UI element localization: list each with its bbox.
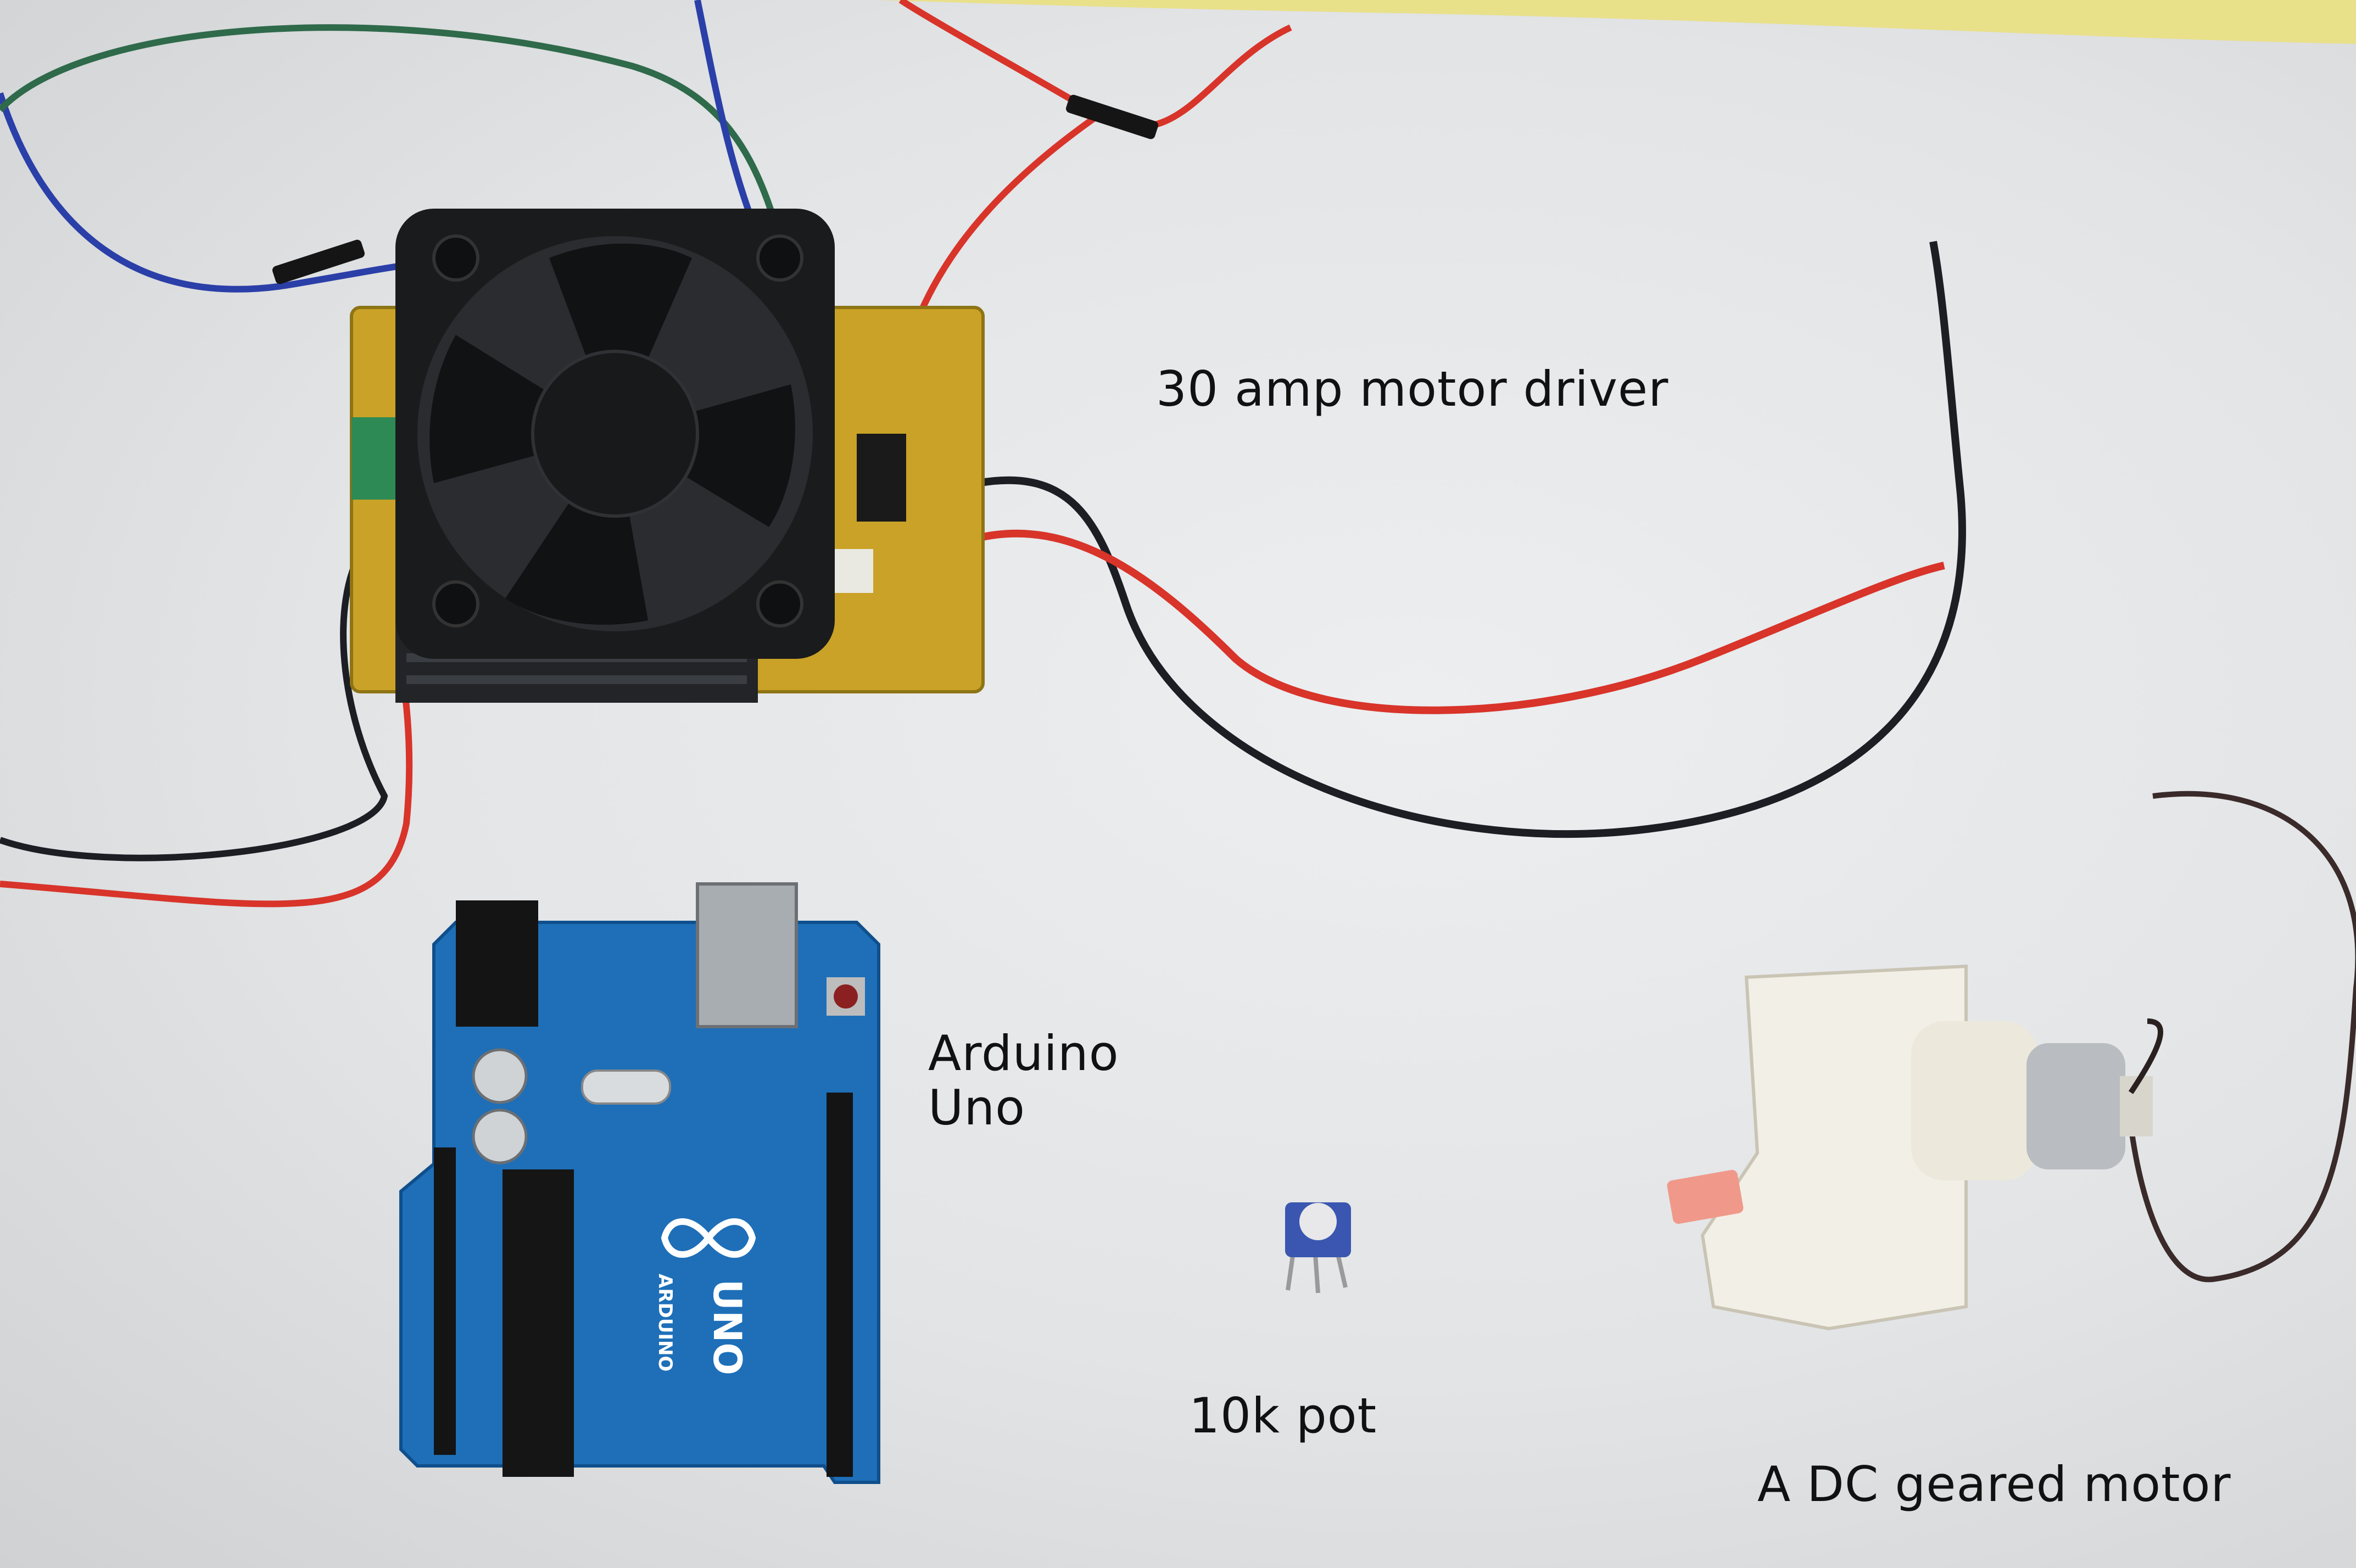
motor-label: A DC geared motor (1757, 1456, 2231, 1513)
black-wire-left (0, 547, 388, 861)
arduino-label-line2: Uno (928, 1079, 1026, 1136)
motor-driver-label: 30 amp motor driver (1156, 361, 1669, 417)
black-power-wire (976, 240, 1966, 838)
arduino-uno-label: Arduino Uno (928, 1025, 1119, 1136)
jumper-pin (272, 239, 365, 284)
pot-label: 10k pot (1189, 1387, 1377, 1444)
potentiometer (1285, 1202, 1351, 1293)
cooling-fan (395, 209, 835, 659)
board-brand-text: ARDUINO (654, 1274, 676, 1371)
yellow-cloth (879, 0, 2356, 44)
arduino-label-line1: Arduino (928, 1025, 1119, 1082)
motor-wire (2128, 791, 2356, 1283)
dc-geared-motor (1667, 964, 2163, 1331)
green-wire (0, 24, 800, 309)
screw-terminal (351, 417, 395, 500)
red-power-wire (976, 529, 1945, 714)
jumper-pin (1065, 94, 1159, 139)
arduino-uno-board: ARDUINO UNO (399, 882, 880, 1484)
board-model-text: UNO (705, 1279, 750, 1375)
optocoupler (835, 549, 873, 593)
header-pins (857, 434, 906, 522)
